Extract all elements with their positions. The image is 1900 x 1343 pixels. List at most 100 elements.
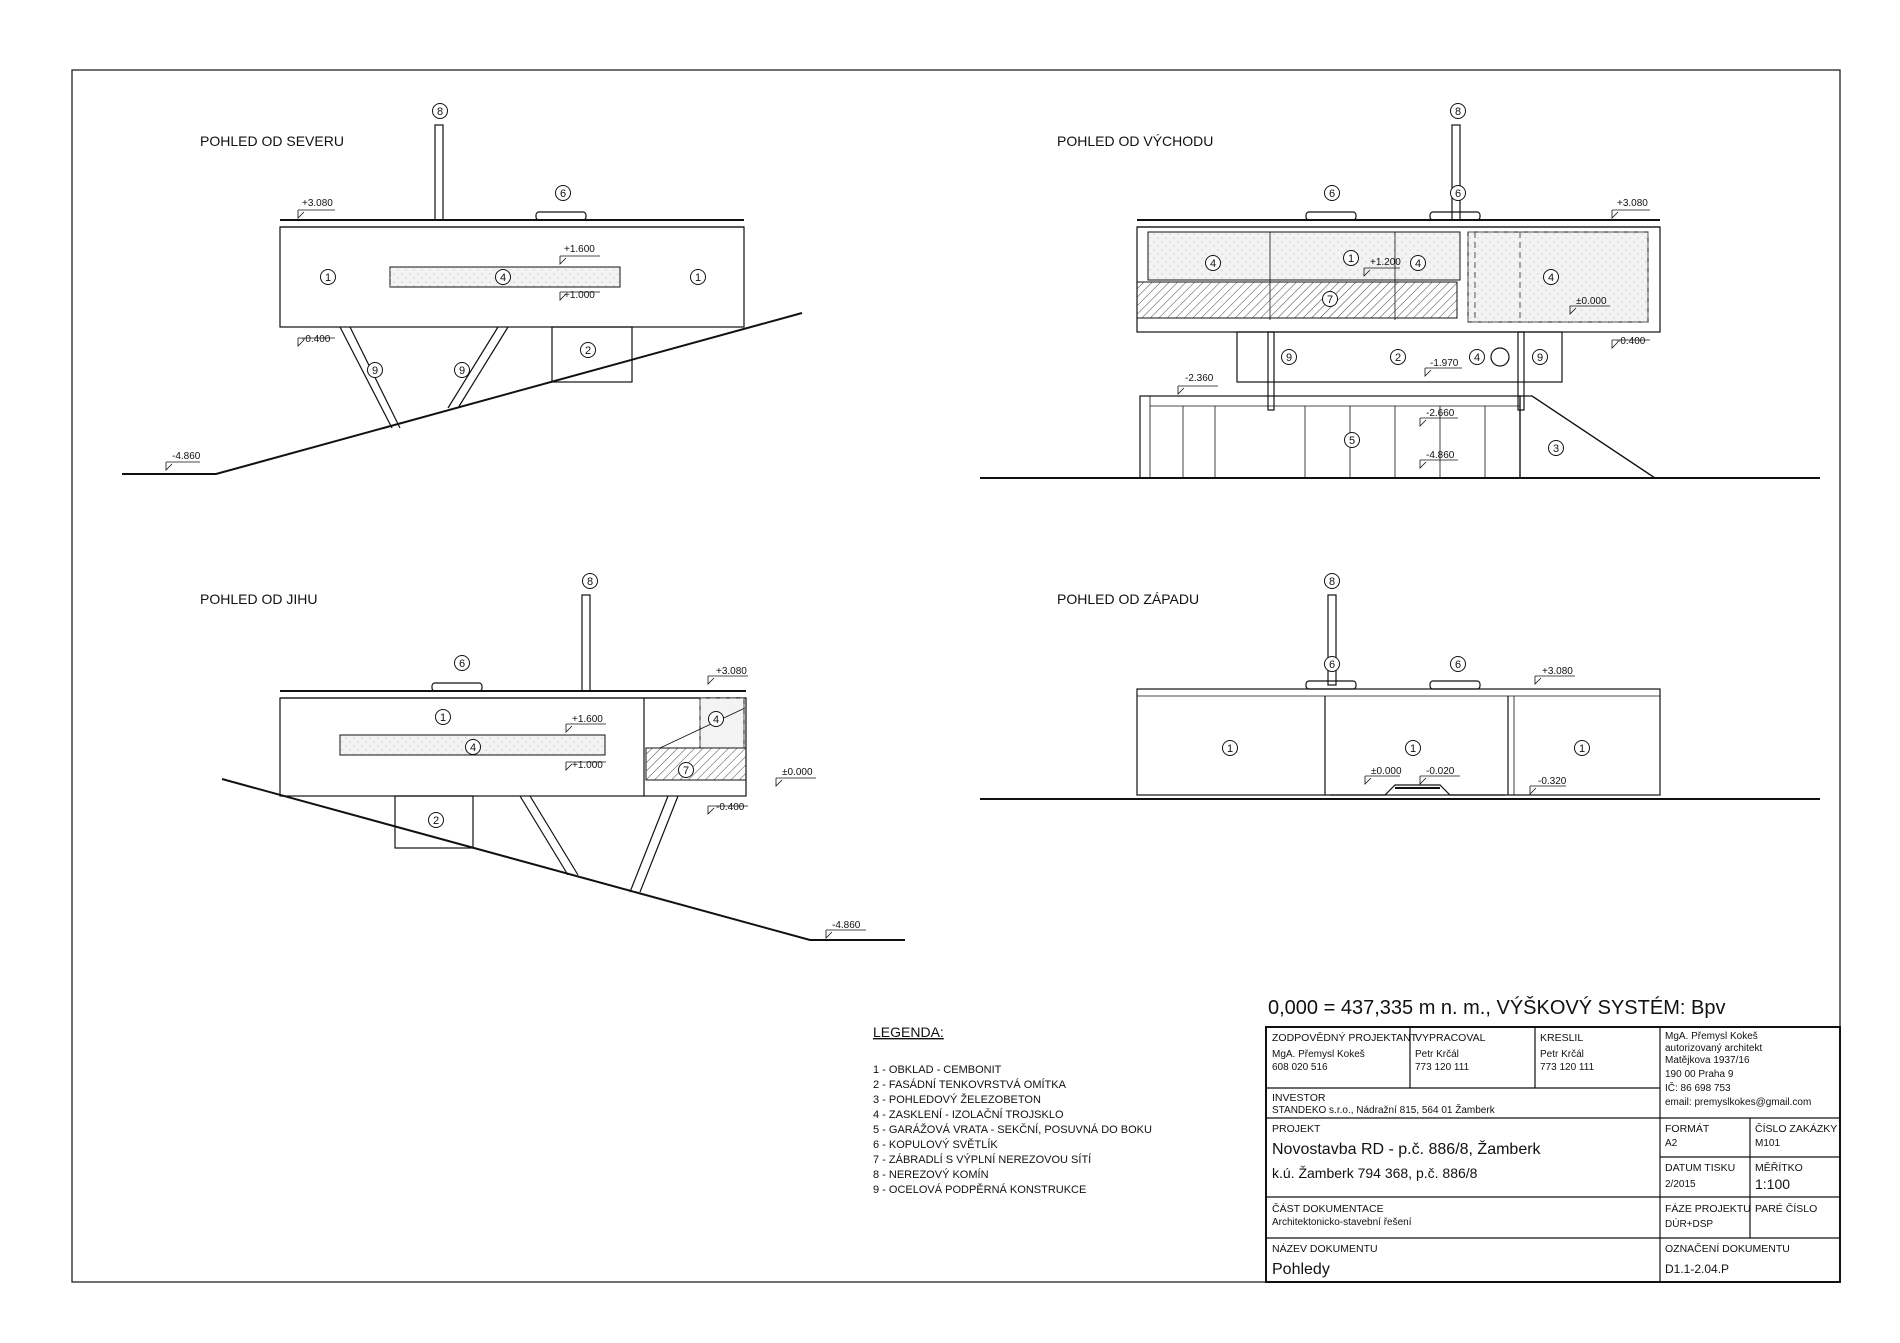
material-mark-label: 4 — [713, 714, 719, 726]
material-mark-label: 6 — [1329, 188, 1335, 200]
view-north-title: POHLED OD SEVERU — [200, 133, 344, 149]
material-mark: 1 — [1343, 250, 1359, 266]
material-mark: 4 — [495, 269, 511, 285]
level-marker: +3.080 — [707, 666, 748, 685]
material-mark-label: 4 — [1415, 258, 1421, 270]
material-mark: 4 — [708, 711, 724, 727]
material-mark-label: 7 — [683, 765, 689, 777]
svg-text:D1.1-2.04.P: D1.1-2.04.P — [1665, 1262, 1729, 1276]
legend-item: 7 - ZÁBRADLÍ S VÝPLNÍ NEREZOVOU SÍTÍ — [873, 1153, 1092, 1166]
sheet-frame — [71, 69, 1841, 1283]
material-mark: 3 — [1548, 440, 1564, 456]
svg-text:M101: M101 — [1755, 1138, 1780, 1149]
material-mark-label: 2 — [433, 815, 439, 827]
material-mark: 6 — [1324, 185, 1340, 201]
svg-text:A2: A2 — [1665, 1138, 1678, 1149]
material-mark: 8 — [432, 103, 448, 119]
material-mark-label: 8 — [1329, 576, 1335, 588]
svg-text:-1.970: -1.970 — [1430, 358, 1459, 369]
level-markers: +3.080 +1.600 +1.000 -0.400 -4.860 +3.08… — [165, 198, 1650, 939]
material-mark-label: 1 — [1227, 743, 1233, 755]
level-marker: -0.020 — [1419, 766, 1460, 785]
svg-text:Pohledy: Pohledy — [1272, 1261, 1330, 1278]
level-marker: ±0.000 — [775, 767, 816, 787]
svg-text:-2.360: -2.360 — [1185, 373, 1214, 384]
material-mark: 9 — [1532, 349, 1548, 365]
svg-text:PROJEKT: PROJEKT — [1272, 1123, 1321, 1135]
svg-text:+1.600: +1.600 — [564, 244, 595, 255]
svg-text:+1.000: +1.000 — [572, 760, 603, 771]
material-mark-label: 6 — [1455, 659, 1461, 671]
material-mark: 9 — [367, 362, 383, 378]
svg-text:2/2015: 2/2015 — [1665, 1179, 1696, 1190]
svg-text:+1.600: +1.600 — [572, 714, 603, 725]
svg-text:±0.000: ±0.000 — [1576, 296, 1607, 307]
legend-item: 9 - OCELOVÁ PODPĚRNÁ KONSTRUKCE — [873, 1183, 1086, 1196]
material-mark-label: 9 — [372, 365, 378, 377]
material-mark-label: 2 — [585, 345, 591, 357]
material-mark-label: 1 — [440, 712, 446, 724]
legend-item: 8 - NEREZOVÝ KOMÍN — [873, 1168, 989, 1181]
material-mark: 1 — [1222, 740, 1238, 756]
material-mark: 9 — [454, 362, 470, 378]
material-mark: 1 — [690, 269, 706, 285]
material-mark: 4 — [1543, 269, 1559, 285]
svg-text:FORMÁT: FORMÁT — [1665, 1122, 1710, 1135]
material-mark: 2 — [428, 812, 444, 828]
material-mark: 4 — [1205, 255, 1221, 271]
material-mark-label: 1 — [1348, 253, 1354, 265]
svg-text:-4.860: -4.860 — [1426, 450, 1455, 461]
material-mark-label: 4 — [1210, 258, 1216, 270]
svg-text:DÚR+DSP: DÚR+DSP — [1665, 1217, 1713, 1230]
material-mark: 4 — [1410, 255, 1426, 271]
svg-text:-0.320: -0.320 — [1538, 776, 1567, 787]
svg-text:Petr Krčál: Petr Krčál — [1415, 1049, 1459, 1060]
material-mark: 6 — [1450, 656, 1466, 672]
svg-text:NÁZEV DOKUMENTU: NÁZEV DOKUMENTU — [1272, 1242, 1378, 1255]
svg-text:+3.080: +3.080 — [716, 666, 747, 677]
material-mark-label: 4 — [470, 742, 476, 754]
material-mark: 5 — [1344, 432, 1360, 448]
level-marker: ±0.000 — [1569, 296, 1610, 315]
legend: LEGENDA: 1 - OBKLAD - CEMBONIT 2 - FASÁD… — [873, 1024, 1152, 1196]
svg-text:+3.080: +3.080 — [302, 198, 333, 209]
level-marker: +1.600 — [565, 714, 606, 733]
material-mark: 9 — [1281, 349, 1297, 365]
material-mark: 1 — [1405, 740, 1421, 756]
level-marker: +1.200 — [1363, 257, 1401, 277]
svg-text:VYPRACOVAL: VYPRACOVAL — [1415, 1032, 1486, 1044]
material-mark: 1 — [1574, 740, 1590, 756]
material-mark-label: 8 — [587, 576, 593, 588]
level-marker: -4.860 — [165, 451, 201, 471]
svg-text:-0.020: -0.020 — [1426, 766, 1455, 777]
svg-text:-0.400: -0.400 — [716, 802, 745, 813]
view-south-title: POHLED OD JIHU — [200, 591, 317, 607]
level-marker: -2.660 — [1419, 408, 1458, 427]
svg-text:Petr Krčál: Petr Krčál — [1540, 1049, 1584, 1060]
level-marker: +3.080 — [1611, 198, 1650, 219]
svg-text:773 120 111: 773 120 111 — [1540, 1062, 1595, 1073]
svg-text:email: premyslkokes@gmail.com: email: premyslkokes@gmail.com — [1665, 1097, 1811, 1108]
level-marker: -0.320 — [1529, 776, 1567, 795]
material-mark-label: 6 — [1455, 188, 1461, 200]
material-mark-label: 6 — [459, 658, 465, 670]
svg-text:autorizovaný architekt: autorizovaný architekt — [1665, 1043, 1762, 1054]
material-mark: 8 — [1324, 573, 1340, 589]
level-marker: -0.400 — [297, 334, 335, 347]
svg-text:ČÁST DOKUMENTACE: ČÁST DOKUMENTACE — [1272, 1202, 1384, 1215]
material-mark-label: 1 — [325, 272, 331, 284]
svg-text:-0.400: -0.400 — [302, 334, 331, 345]
level-marker: -0.400 — [1611, 336, 1650, 349]
material-mark: 1 — [435, 709, 451, 725]
material-mark-label: 8 — [437, 106, 443, 118]
title-block: 0,000 = 437,335 m n. m., VÝŠKOVÝ SYSTÉM:… — [1265, 996, 1841, 1283]
svg-text:773 120 111: 773 120 111 — [1415, 1062, 1470, 1073]
level-marker: -4.860 — [1419, 450, 1458, 469]
svg-text:IČ: 86 698 753: IČ: 86 698 753 — [1665, 1081, 1731, 1094]
svg-text:Novostavba RD - p.č. 886/8, Ža: Novostavba RD - p.č. 886/8, Žamberk — [1272, 1139, 1542, 1158]
svg-text:+1.200: +1.200 — [1370, 257, 1401, 268]
legend-item: 1 - OBKLAD - CEMBONIT — [873, 1064, 1002, 1076]
level-marker: +3.080 — [1534, 666, 1575, 685]
material-mark-label: 1 — [695, 272, 701, 284]
